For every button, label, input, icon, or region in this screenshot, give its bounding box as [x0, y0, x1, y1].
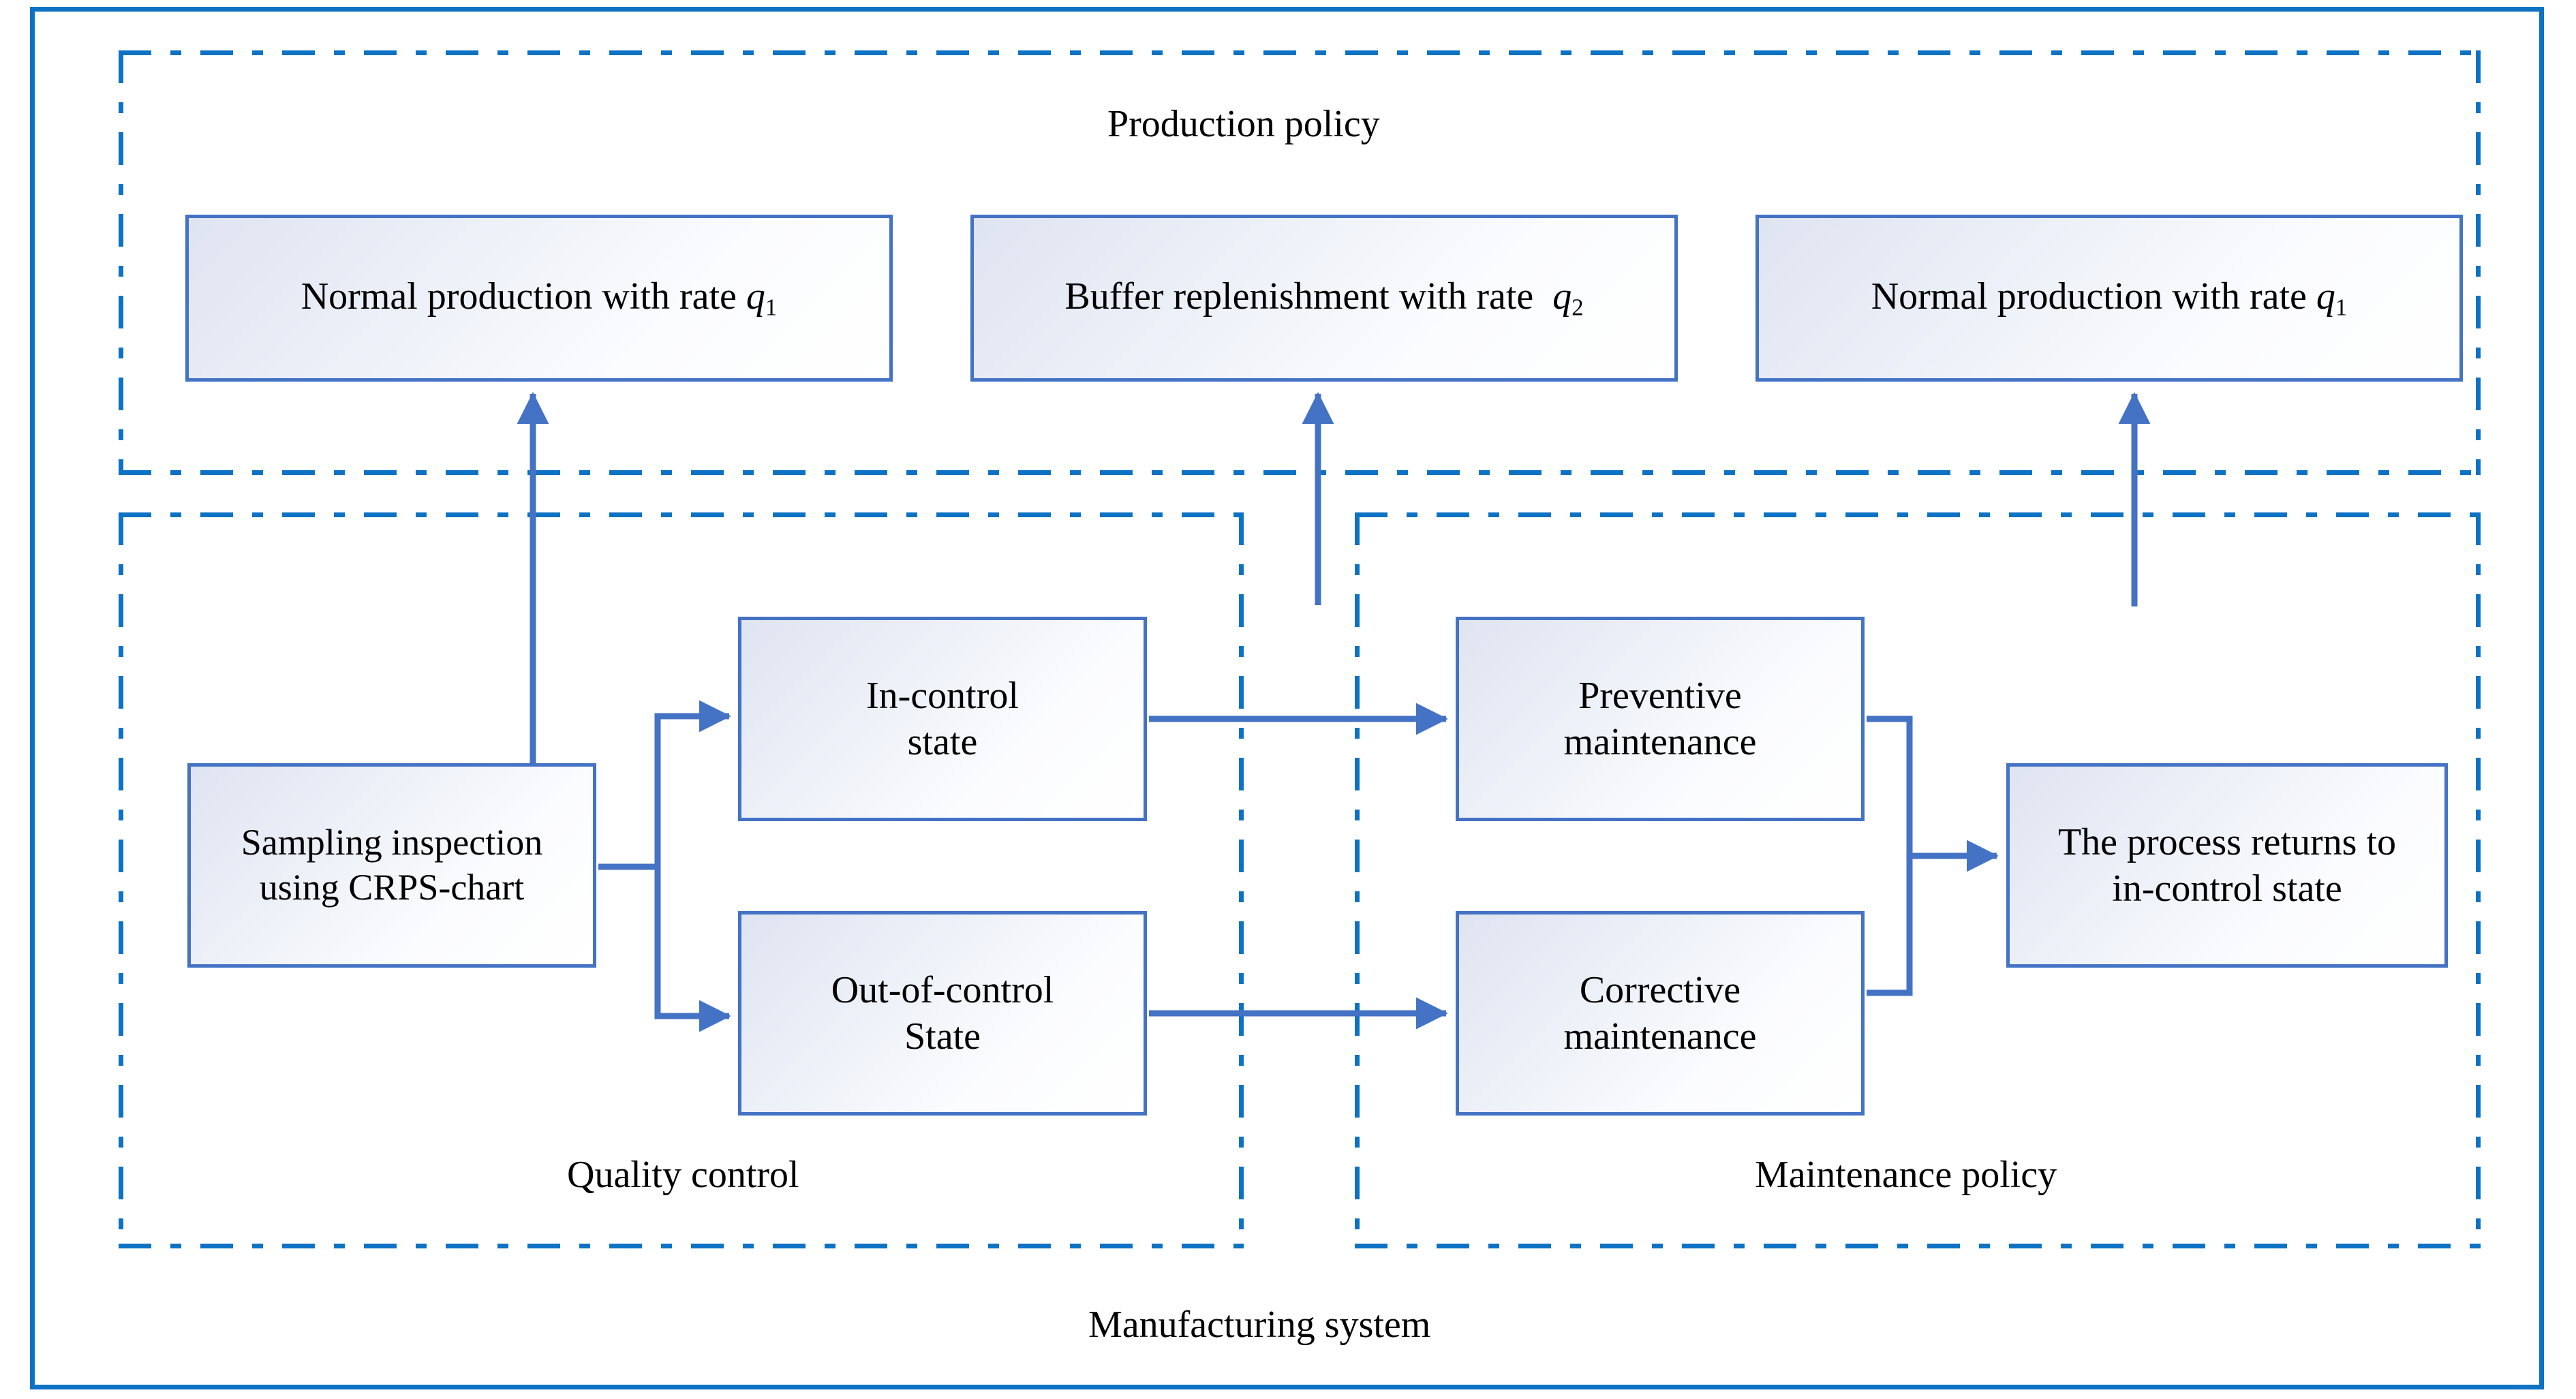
box-sampling-inspection-line2: using CRPS-chart — [259, 867, 525, 908]
group-border-left — [1355, 512, 1360, 1248]
box-in-control-state-line1: In-control — [866, 674, 1019, 717]
group-border-left — [119, 50, 123, 475]
box-corrective-maintenance-line1: Corrective — [1579, 968, 1741, 1011]
box-preventive-maintenance-line1: Preventive — [1578, 674, 1742, 717]
box-preventive-maintenance[interactable]: Preventive maintenance — [1456, 617, 1865, 821]
box-normal-production-left-label: Normal production with rate — [301, 275, 737, 318]
group-border-left — [119, 512, 123, 1248]
rate-subscript: 1 — [765, 294, 778, 322]
box-out-of-control-state[interactable]: Out-of-control State — [738, 911, 1147, 1116]
box-normal-production-right[interactable]: Normal production with rate q1 — [1755, 215, 2463, 382]
box-corrective-maintenance[interactable]: Corrective maintenance — [1456, 911, 1865, 1116]
box-normal-production-right-label: Normal production with rate — [1871, 275, 2307, 318]
rate-subscript: 2 — [1571, 294, 1584, 322]
box-out-of-control-state-line2: State — [904, 1015, 981, 1058]
box-preventive-maintenance-line2: maintenance — [1563, 721, 1757, 763]
box-sampling-inspection-line1: Sampling inspection — [241, 822, 543, 863]
group-label-production-policy: Production policy — [1107, 103, 1380, 145]
box-process-returns-line1: The process returns to — [2057, 820, 2397, 863]
rate-symbol: q — [746, 275, 765, 318]
diagram-caption-manufacturing-system: Manufacturing system — [1088, 1304, 1431, 1346]
manufacturing-system-frame — [30, 7, 2544, 1389]
box-process-returns-line2: in-control state — [2112, 867, 2342, 910]
box-process-returns[interactable]: The process returns to in-control state — [2006, 763, 2448, 968]
box-buffer-replenishment[interactable]: Buffer replenishment with rate q2 — [970, 215, 1678, 382]
box-buffer-replenishment-label: Buffer replenishment with rate — [1064, 275, 1534, 318]
rate-symbol: q — [2316, 275, 2335, 318]
box-out-of-control-state-line1: Out-of-control — [831, 968, 1054, 1011]
box-sampling-inspection[interactable]: Sampling inspection using CRPS-chart — [187, 763, 596, 968]
box-in-control-state-line2: state — [907, 721, 978, 763]
box-in-control-state[interactable]: In-control state — [738, 617, 1147, 821]
group-border-right — [1239, 512, 1244, 1248]
rate-subscript: 1 — [2335, 294, 2348, 322]
rate-symbol: q — [1552, 275, 1572, 318]
box-corrective-maintenance-line2: maintenance — [1563, 1015, 1757, 1058]
box-normal-production-left[interactable]: Normal production with rate q1 — [185, 215, 893, 382]
group-border-right — [2476, 50, 2481, 475]
group-border-right — [2476, 512, 2481, 1248]
group-label-maintenance-policy: Maintenance policy — [1755, 1154, 2057, 1196]
group-label-quality-control: Quality control — [567, 1154, 799, 1196]
